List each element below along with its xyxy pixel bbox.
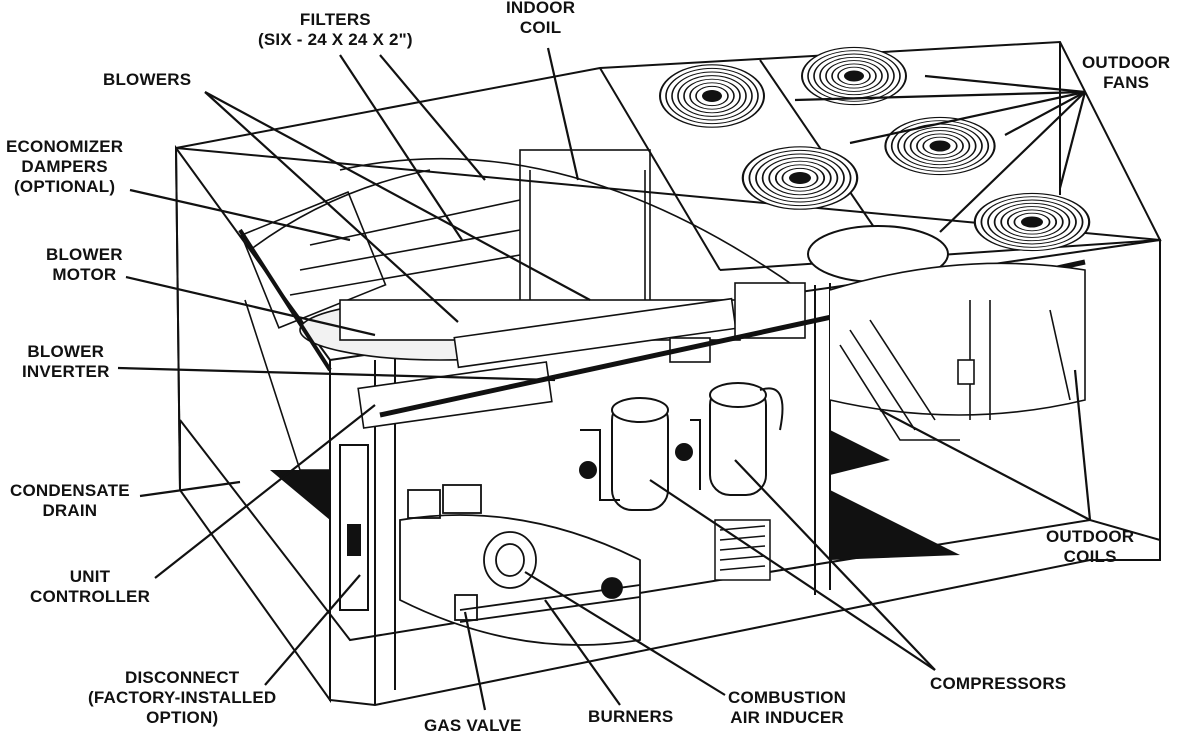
outdoor-fan-5 <box>973 192 1091 252</box>
label-blower-motor: BLOWER MOTOR <box>46 245 123 285</box>
leader-lines <box>117 47 1092 711</box>
label-outdoor-coils-line1: OUTDOOR <box>1046 527 1135 546</box>
label-indoor-coil: INDOOR COIL <box>506 0 575 38</box>
label-economizer-line3: (OPTIONAL) <box>14 177 116 196</box>
label-unit-controller-line1: UNIT <box>69 567 111 586</box>
outdoor-fan-3 <box>741 145 859 211</box>
label-burners-line1: BURNERS <box>588 707 674 726</box>
label-economizer-line2: DAMPERS <box>21 157 108 176</box>
outdoor-fan-2 <box>801 46 907 106</box>
label-disconnect-line2: (FACTORY-INSTALLED <box>88 688 277 707</box>
outdoor-fan-4 <box>884 116 996 176</box>
label-filters: FILTERS (SIX - 24 X 24 X 2") <box>258 10 413 50</box>
label-outdoor-fans-line2: FANS <box>1103 73 1150 92</box>
disconnect-box <box>339 444 369 611</box>
label-outdoor-fans: OUTDOOR FANS <box>1082 53 1170 93</box>
label-indoor-coil-line1: INDOOR <box>506 0 576 17</box>
label-combustion-air-inducer: COMBUSTION AIR INDUCER <box>728 688 846 728</box>
label-disconnect-line1: DISCONNECT <box>125 668 240 687</box>
label-blower-motor-line1: BLOWER <box>46 245 123 264</box>
label-combustion-line1: COMBUSTION <box>728 688 847 707</box>
label-blowers-line1: BLOWERS <box>103 70 192 89</box>
label-gas-valve: GAS VALVE <box>424 716 522 736</box>
outdoor-fan-1 <box>659 63 765 129</box>
compressor-1 <box>611 397 669 511</box>
label-unit-controller: UNIT CONTROLLER <box>30 567 150 607</box>
label-economizer-line1: ECONOMIZER <box>6 137 124 156</box>
label-blower-inverter: BLOWER INVERTER <box>22 342 110 382</box>
label-filters-line2: (SIX - 24 X 24 X 2") <box>258 30 413 49</box>
label-condensate-line2: DRAIN <box>42 501 98 520</box>
heat-section <box>399 484 641 646</box>
service-valve-2 <box>675 443 693 461</box>
label-condensate-drain: CONDENSATE DRAIN <box>10 481 130 521</box>
label-condensate-line1: CONDENSATE <box>10 481 130 500</box>
label-blower-inverter-line1: BLOWER <box>27 342 105 361</box>
label-blower-motor-line2: MOTOR <box>52 265 117 284</box>
label-disconnect: DISCONNECT (FACTORY-INSTALLED OPTION) <box>88 668 276 728</box>
label-economizer-dampers: ECONOMIZER DAMPERS (OPTIONAL) <box>6 137 123 197</box>
label-disconnect-line3: OPTION) <box>146 708 219 727</box>
label-gas-valve-line1: GAS VALVE <box>424 716 522 735</box>
label-burners: BURNERS <box>588 707 673 727</box>
outdoor-coil-section <box>829 262 1086 441</box>
label-compressors-line1: COMPRESSORS <box>930 674 1067 693</box>
label-outdoor-coils: OUTDOOR COILS <box>1046 527 1134 567</box>
label-indoor-coil-line2: COIL <box>519 18 562 37</box>
label-combustion-line2: AIR INDUCER <box>730 708 844 727</box>
compressor-2 <box>709 382 767 496</box>
label-filters-line1: FILTERS <box>299 10 371 29</box>
label-compressors: COMPRESSORS <box>930 674 1066 694</box>
compressor-piping <box>580 387 784 501</box>
label-unit-controller-line2: CONTROLLER <box>30 587 151 606</box>
label-blowers: BLOWERS <box>103 70 191 90</box>
label-blower-inverter-line2: INVERTER <box>22 362 110 381</box>
label-outdoor-fans-line1: OUTDOOR <box>1082 53 1171 72</box>
label-outdoor-coils-line2: COILS <box>1063 547 1117 566</box>
service-valve-1 <box>579 461 597 479</box>
base-openings <box>270 430 960 560</box>
